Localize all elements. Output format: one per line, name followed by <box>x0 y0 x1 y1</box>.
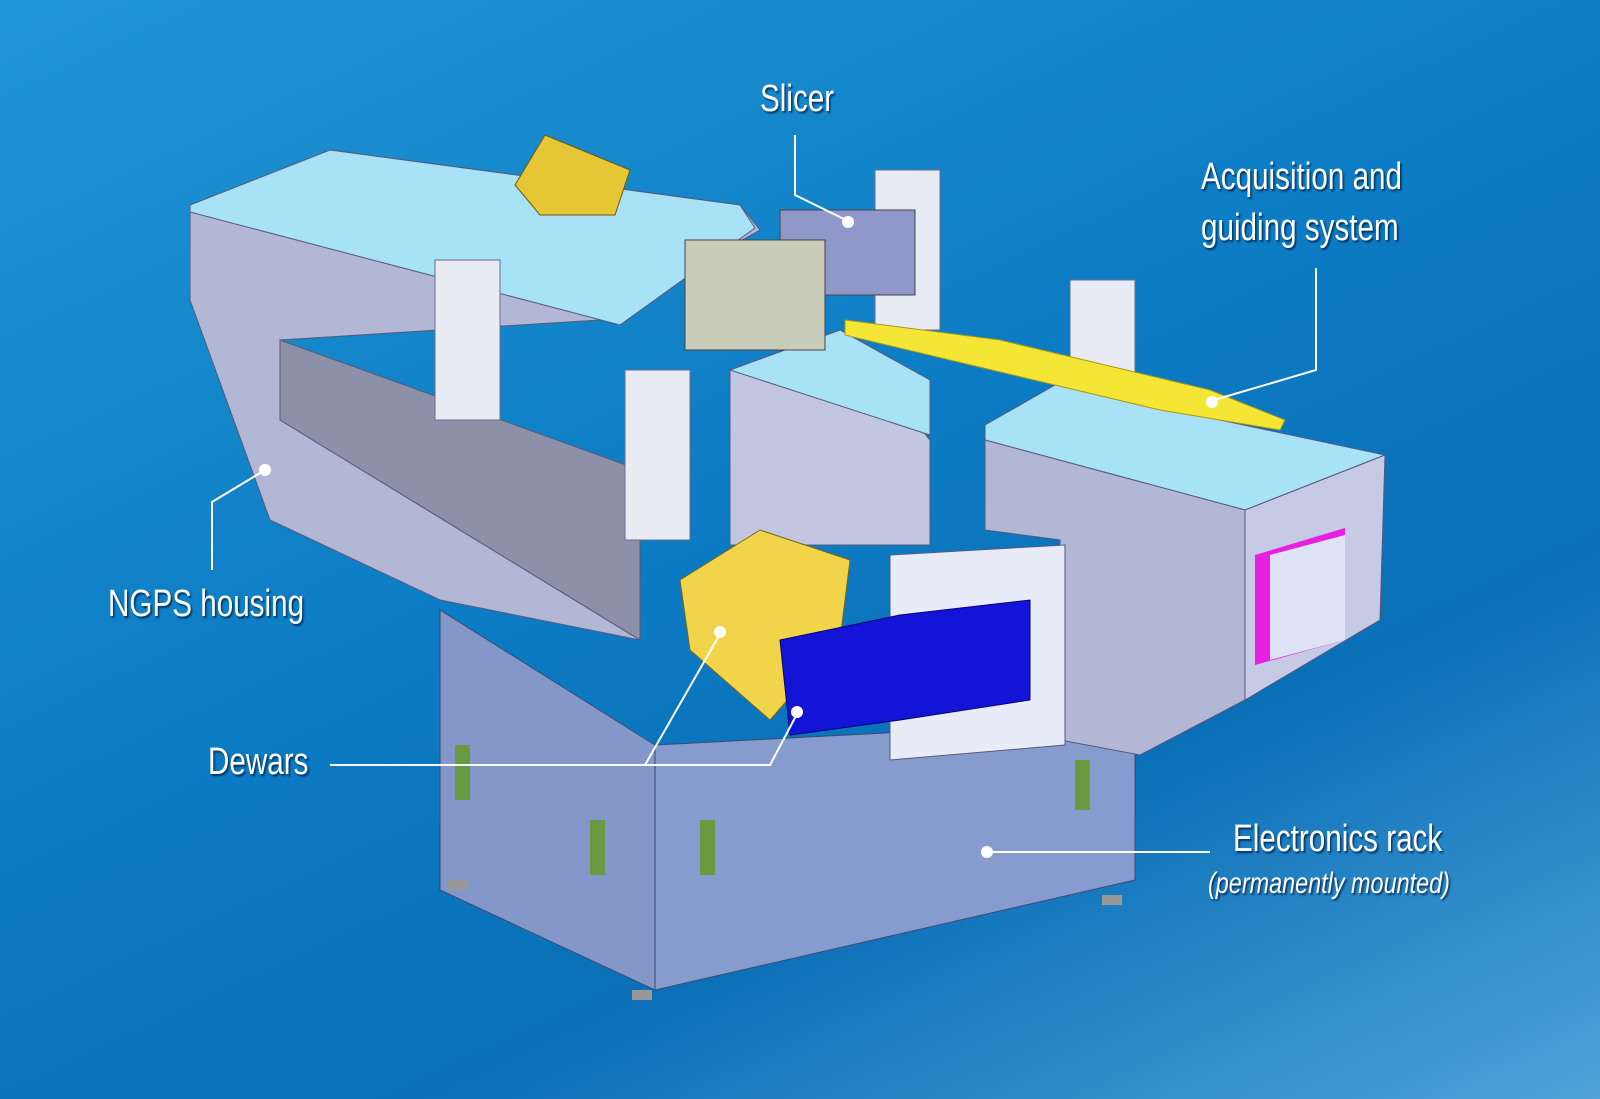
acquisition-guider <box>844 319 1286 431</box>
leader-lines <box>211 135 1317 853</box>
label-slicer: Slicer <box>760 78 835 120</box>
label-acquisition-line2: guiding system <box>1201 207 1399 249</box>
label-electronics-note: (permanently mounted) <box>1208 867 1450 900</box>
ngps-housing <box>189 149 1387 761</box>
electronics-rack <box>439 609 1136 1000</box>
label-housing: NGPS housing <box>108 583 305 625</box>
label-electronics: Electronics rack <box>1233 818 1443 860</box>
label-acquisition-line1: Acquisition and <box>1201 156 1403 198</box>
label-dewars: Dewars <box>208 741 309 783</box>
callout-dots <box>259 216 1218 858</box>
support-columns <box>434 169 1136 541</box>
dewars <box>679 529 1031 736</box>
